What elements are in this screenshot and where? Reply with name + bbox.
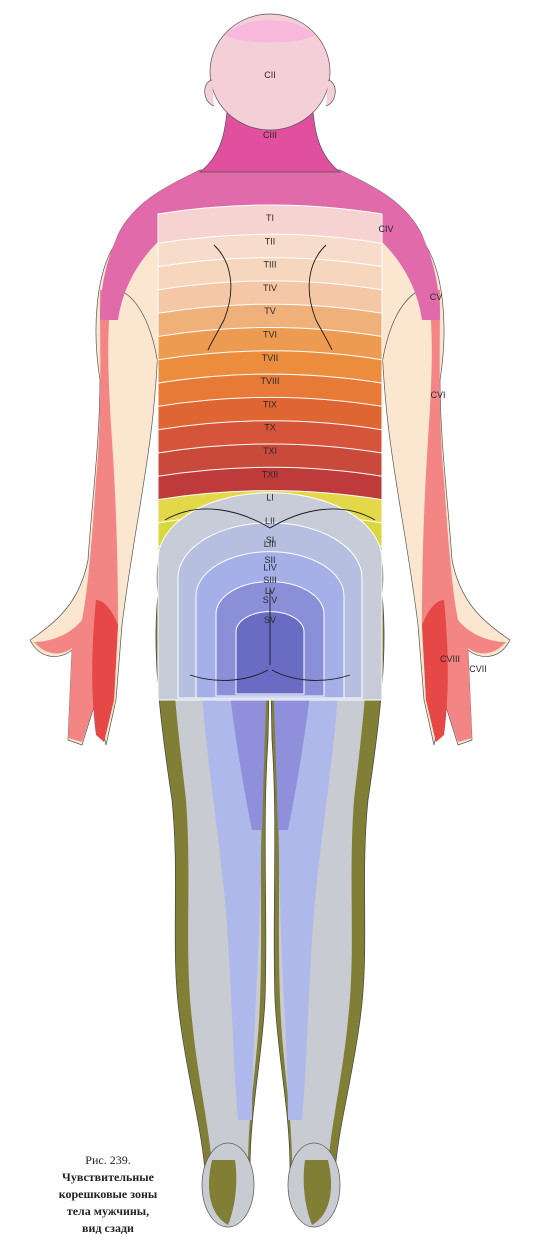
figure-number: Рис. 239. xyxy=(28,1152,188,1169)
label-tvii: TVII xyxy=(262,353,279,363)
label-hand-right: CVII xyxy=(469,664,487,674)
label-tviii: TVIII xyxy=(260,376,279,386)
figure-caption: Рис. 239. Чувствительные корешковые зоны… xyxy=(28,1152,188,1237)
label-sii: SII xyxy=(264,555,275,565)
label-txii: TXII xyxy=(262,469,279,479)
label-li: LI xyxy=(266,493,274,503)
label-head: CII xyxy=(264,70,276,80)
label-txi: TXI xyxy=(263,446,277,456)
label-tvi: TVI xyxy=(263,330,277,340)
arm-left-red xyxy=(92,600,118,742)
caption-line: корешковые зоны xyxy=(28,1186,188,1203)
label-shoulder: CIV xyxy=(378,224,393,234)
label-sv: SV xyxy=(264,615,276,625)
label-arm-upper: CV xyxy=(430,292,443,302)
label-tx: TX xyxy=(264,423,276,433)
arm-right-red xyxy=(422,600,448,742)
label-ti: TI xyxy=(266,213,274,223)
label-tiii: TIII xyxy=(264,260,277,270)
label-tii: TII xyxy=(265,236,276,246)
label-neck: CIII xyxy=(263,130,277,140)
caption-line: вид сзади xyxy=(28,1220,188,1237)
head-neck xyxy=(200,14,340,172)
caption-line: Чувствительные xyxy=(28,1169,188,1186)
label-hand-left: CVIII xyxy=(440,654,460,664)
label-siii: SIII xyxy=(263,575,277,585)
label-siv: SIV xyxy=(263,595,278,605)
label-tv: TV xyxy=(264,306,276,316)
label-si: SI xyxy=(266,535,275,545)
label-lii: LII xyxy=(265,516,275,526)
caption-line: тела мужчины, xyxy=(28,1203,188,1220)
label-tiv: TIV xyxy=(263,283,277,293)
label-arm-lower: CVI xyxy=(430,390,445,400)
label-tix: TIX xyxy=(263,399,277,409)
